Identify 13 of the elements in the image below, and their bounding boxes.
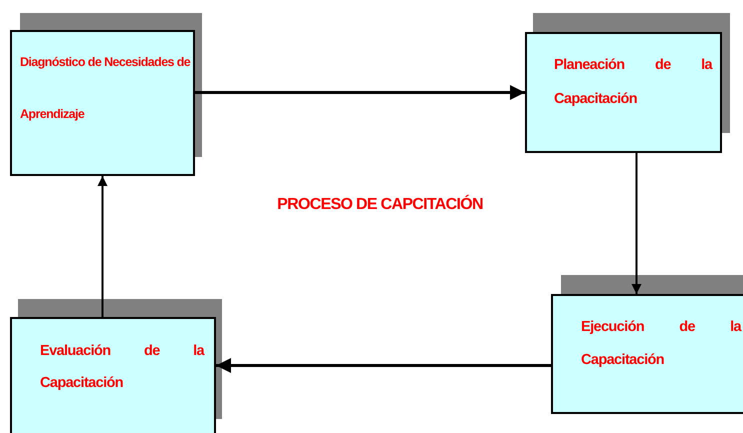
diagram-title: PROCESO DE CAPCITACIÓN bbox=[276, 196, 484, 214]
box-text: Ejecución de la Capacitación bbox=[581, 318, 741, 370]
box-text: Evaluación de la Capacitación bbox=[40, 342, 204, 393]
box-text: Diagnóstico de Necesidades de Aprendizaje bbox=[20, 54, 192, 123]
arrow bbox=[98, 176, 108, 317]
arrow bbox=[195, 85, 525, 100]
process-box bbox=[10, 30, 195, 176]
arrow bbox=[216, 358, 551, 373]
process-box bbox=[525, 32, 722, 153]
arrow bbox=[632, 153, 642, 294]
process-box bbox=[551, 294, 743, 414]
process-box bbox=[10, 317, 216, 433]
box-text: Planeación de la Capacitación bbox=[554, 56, 712, 109]
